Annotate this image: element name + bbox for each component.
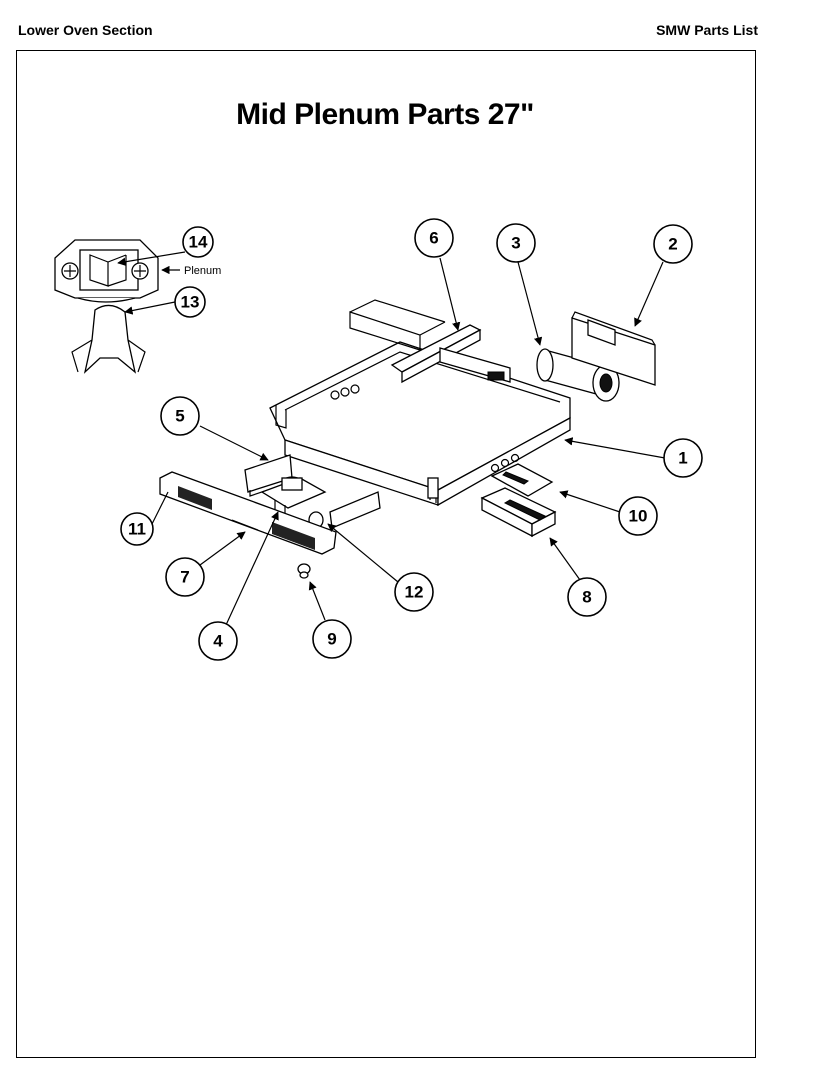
callout-10: 10 [618,496,658,536]
svg-text:12: 12 [405,583,424,602]
callout-4: 4 [198,621,238,661]
callout-12: 12 [394,572,434,612]
callout-13: 13 [174,286,206,318]
svg-text:3: 3 [511,234,520,253]
callout-11: 11 [120,512,154,546]
svg-text:9: 9 [327,630,336,649]
part-2-bracket [571,311,656,386]
callout-7: 7 [165,557,205,597]
callout-5: 5 [160,396,200,436]
part-11-front-panel [159,471,337,555]
part-10-element [490,463,554,497]
callout-14: 14 [182,226,214,258]
center-bracket [329,491,381,529]
callout-6: 6 [414,218,454,258]
section-header: Lower Oven Section [18,22,153,38]
svg-text:11: 11 [128,520,146,539]
svg-text:8: 8 [582,588,591,607]
svg-text:6: 6 [429,229,438,248]
svg-text:5: 5 [175,407,184,426]
callout-1: 1 [663,438,703,478]
svg-text:14: 14 [189,233,208,252]
svg-text:13: 13 [181,293,200,312]
svg-text:1: 1 [678,449,687,468]
plenum-inset: Plenum [54,239,221,374]
page-title: Mid Plenum Parts 27" [236,98,534,131]
plenum-label: Plenum [184,265,221,277]
parts-list-header: SMW Parts List [656,22,758,38]
callout-3: 3 [496,223,536,263]
part-6-rail [390,324,511,384]
svg-text:4: 4 [213,632,223,651]
callout-8: 8 [567,577,607,617]
diagram-frame [16,50,756,1058]
svg-text:7: 7 [180,568,189,587]
svg-text:10: 10 [629,507,648,526]
part-4-switch [260,476,327,516]
callout-9: 9 [312,619,352,659]
part-8-terminal-block [480,487,557,538]
part-9-screw [297,563,311,579]
callout-2: 2 [653,224,693,264]
leader-lines [117,251,666,626]
svg-text:2: 2 [668,235,677,254]
